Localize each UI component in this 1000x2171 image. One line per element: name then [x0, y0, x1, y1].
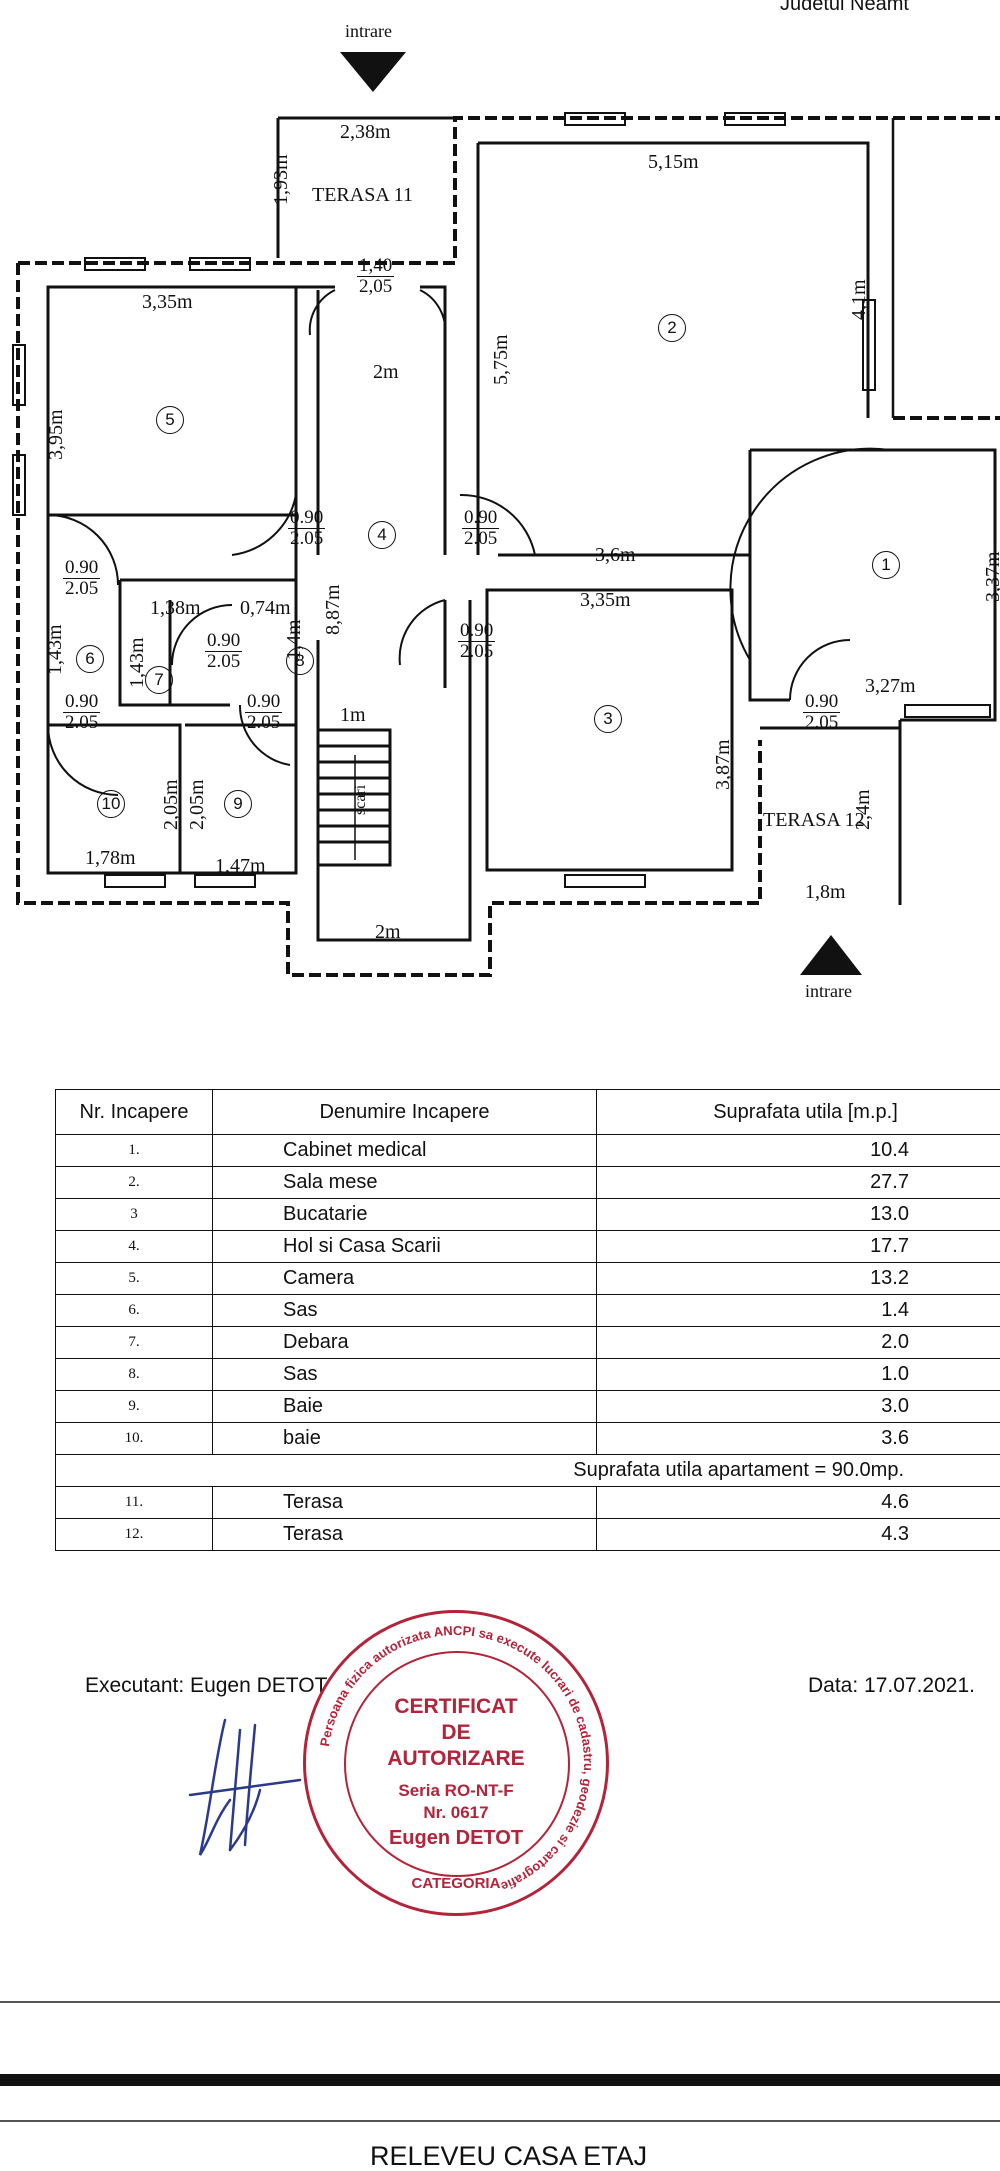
- document-title: RELEVEU CASA ETAJ: [370, 2143, 647, 2170]
- divider-line: [0, 2001, 1000, 2003]
- room-number-10: 10: [97, 790, 125, 818]
- terrace-12-label: TERASA 12: [763, 810, 865, 830]
- dim-r10-w: 1,78m: [85, 848, 136, 868]
- date-label: Data: 17.07.2021.: [808, 1675, 975, 1696]
- dim-t11-w: 2,38m: [340, 122, 391, 142]
- dim-r2-h: 5,75m: [490, 334, 513, 385]
- dim-r3-h: 3,87m: [712, 739, 735, 790]
- rooms-table: Nr. Incapere Denumire Incapere Suprafata…: [55, 1089, 1000, 1551]
- dim-t12-w: 1,8m: [805, 882, 846, 902]
- outer-boundary: [18, 118, 1000, 975]
- door-main-label: 1,40 2,05: [357, 256, 394, 297]
- svg-text:Persoana fizica autorizata ANC: Persoana fizica autorizata ANCPI sa exec…: [317, 1623, 596, 1894]
- dim-r36: 3,6m: [595, 545, 636, 565]
- room-number-6: 6: [76, 645, 104, 673]
- entrance-arrow-top: [340, 52, 406, 92]
- dim-r2-side: 4,1m: [848, 279, 871, 320]
- col-header-nr: Nr. Incapere: [56, 1090, 213, 1135]
- room-number-4: 4: [368, 521, 396, 549]
- room-number-8: 8: [286, 647, 314, 675]
- dim-r2-w: 5,15m: [648, 152, 699, 172]
- terrace-11-label: TERASA 11: [312, 185, 413, 205]
- room-number-3: 3: [594, 705, 622, 733]
- dim-r3-w: 3,35m: [580, 590, 631, 610]
- dim-stair: 1m: [340, 705, 366, 725]
- entrance-label-top: intrare: [345, 22, 392, 40]
- dim-r1-h: 3,37m: [982, 551, 1000, 602]
- room-number-2: 2: [658, 314, 686, 342]
- dim-r5-w: 3,35m: [142, 292, 193, 312]
- authorization-stamp: CERTIFICAT DE AUTORIZARE Seria RO-NT-F N…: [303, 1610, 609, 1916]
- dim-hall-w: 2m: [373, 362, 399, 382]
- stamp-ring-text: Persoana fizica autorizata ANCPI sa exec…: [306, 1613, 606, 1913]
- table-total-row: Suprafata utila apartament = 90.0mp.: [56, 1455, 1000, 1487]
- room-number-5: 5: [156, 406, 184, 434]
- executant-label: Executant: Eugen DETOT: [85, 1675, 327, 1696]
- dim-t11-h: 1,93m: [270, 154, 293, 205]
- dim-r1-w: 3,27m: [865, 676, 916, 696]
- signature: [185, 1700, 305, 1870]
- table-header-row: Nr. Incapere Denumire Incapere Suprafata…: [56, 1090, 1000, 1135]
- dim-hall-h: 8,87m: [322, 584, 345, 635]
- entrance-arrow-bottom: [800, 935, 862, 975]
- dim-r7-w: 1,38m: [150, 598, 201, 618]
- dim-r9-h: 2,05m: [186, 779, 209, 830]
- dim-r8-w: 0,74m: [240, 598, 291, 618]
- dim-r10-h: 2,05m: [160, 779, 183, 830]
- room-number-9: 9: [224, 790, 252, 818]
- dim-r6-h: 1,43m: [44, 624, 67, 675]
- col-header-name: Denumire Incapere: [213, 1090, 597, 1135]
- dim-r5-h: 3,95m: [45, 409, 68, 460]
- dim-hall-bottom: 2m: [375, 922, 401, 942]
- divider-line: [0, 2120, 1000, 2122]
- col-header-area: Suprafata utila [m.p.]: [597, 1090, 1000, 1135]
- divider-thick: [0, 2074, 1000, 2086]
- dim-t12-h: 2,4m: [852, 789, 875, 830]
- floor-plan: [0, 0, 1000, 1000]
- room-number-7: 7: [145, 666, 173, 694]
- entrance-label-bottom: intrare: [805, 982, 852, 1000]
- room-number-1: 1: [872, 551, 900, 579]
- stair-label: scari: [352, 785, 370, 815]
- dim-r9-w: 1,47m: [215, 856, 266, 876]
